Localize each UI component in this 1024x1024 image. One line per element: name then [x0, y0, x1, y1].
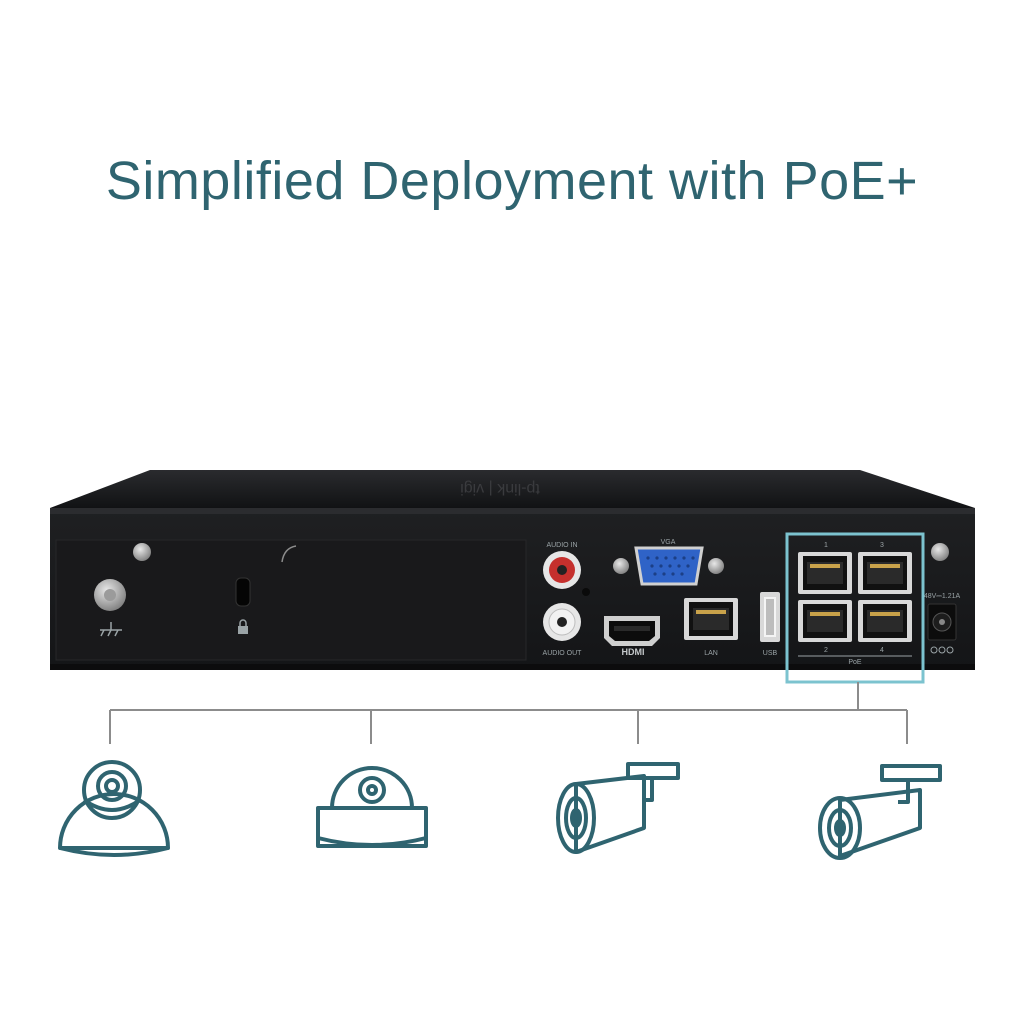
- audio-in-label: AUDIO IN: [546, 542, 577, 549]
- power-rating-label: 48V⎓1.21A: [924, 593, 961, 600]
- poe-port-4[interactable]: [858, 600, 912, 642]
- device-top-surface: [50, 470, 975, 508]
- ground-icon: [100, 622, 122, 637]
- poe-highlight-frame: [785, 532, 925, 684]
- poe-port-1[interactable]: [798, 552, 852, 594]
- audio-in-jack[interactable]: [543, 551, 581, 589]
- turret-camera-icon: [58, 760, 170, 857]
- audio-out-label: AUDIO OUT: [543, 650, 583, 657]
- lock-icon: [238, 619, 248, 634]
- poe-label: PoE: [848, 659, 862, 666]
- nvr-device: tp-link | vigi AUDIO IN: [50, 470, 975, 670]
- audio-out-jack[interactable]: [543, 603, 581, 641]
- poe-port-group: 1 3 2 4 PoE: [798, 542, 912, 666]
- device-brand-logo: tp-link | vigi: [460, 480, 540, 497]
- hdmi-port[interactable]: [604, 616, 660, 646]
- page-title: Simplified Deployment with PoE+: [105, 151, 919, 211]
- vga-port[interactable]: [613, 546, 724, 586]
- lan-label: LAN: [704, 650, 718, 657]
- lan-port[interactable]: [684, 598, 738, 640]
- dome-camera-icon: [316, 766, 428, 848]
- power-jack[interactable]: [927, 603, 957, 641]
- bullet-camera-icon: [556, 762, 680, 854]
- bullet-camera-icon: [818, 764, 942, 860]
- poe-port-number: 4: [880, 647, 884, 654]
- vga-label: VGA: [661, 539, 676, 546]
- poe-port-number: 1: [824, 542, 828, 549]
- poe-port-3[interactable]: [858, 552, 912, 594]
- connection-lines: [109, 682, 908, 744]
- poe-port-number: 2: [824, 647, 828, 654]
- hdmi-label: HDMI: [622, 647, 645, 657]
- security-lock-slot: [235, 577, 251, 607]
- panel-screw: [133, 543, 151, 561]
- poe-port-number: 3: [880, 542, 884, 549]
- panel-screw: [931, 543, 949, 561]
- poe-port-2[interactable]: [798, 600, 852, 642]
- usb-label: USB: [763, 650, 778, 657]
- usb-port[interactable]: [760, 592, 780, 642]
- power-polarity-icon: [930, 646, 954, 654]
